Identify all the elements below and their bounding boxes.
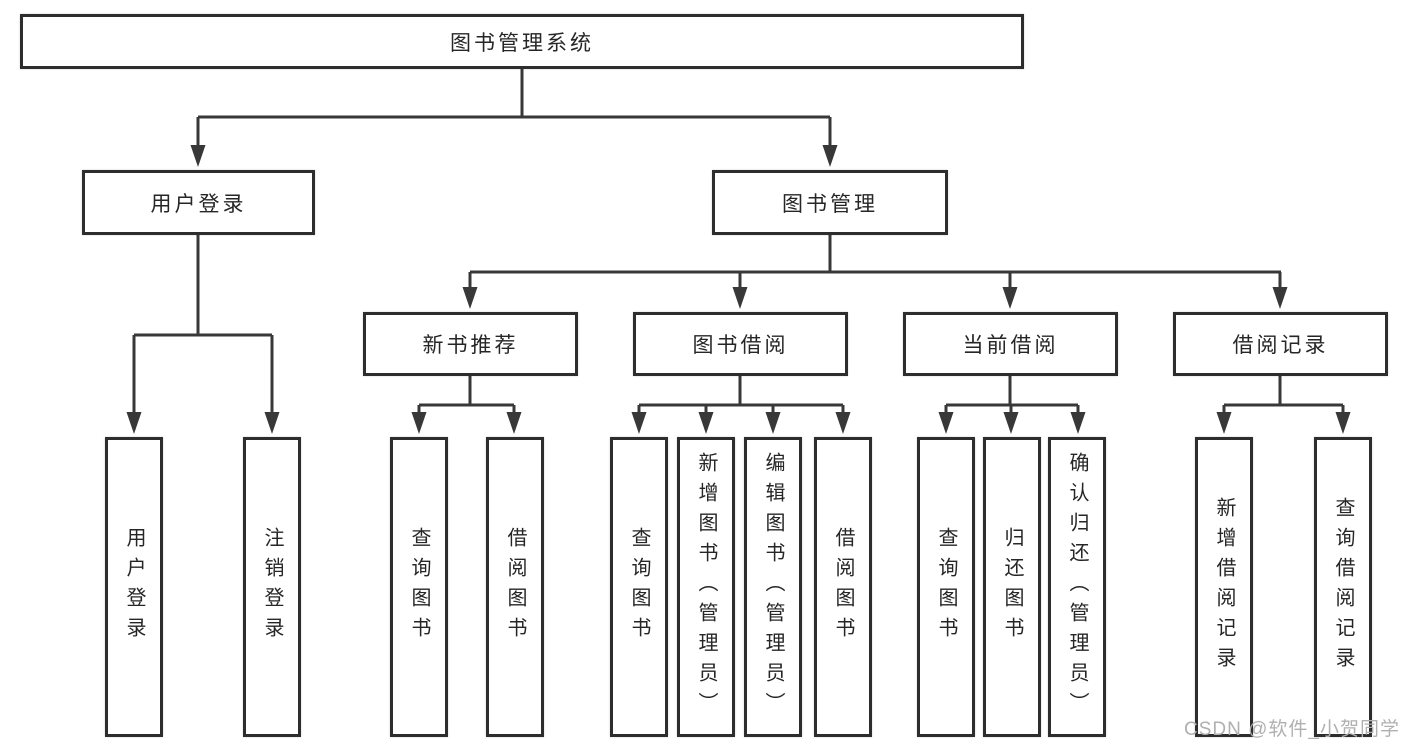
leaf-query-books-2: 查询图书 <box>610 437 668 737</box>
node-book-borrowing: 图书借阅 <box>633 312 848 376</box>
arrowheads <box>126 145 1351 434</box>
node-user-login: 用户登录 <box>82 170 315 235</box>
node-borrowing-records: 借阅记录 <box>1173 312 1388 376</box>
watermark-csdn: CSDN @软件_小贺同学 <box>1184 719 1400 740</box>
leaf-user-login: 用户登录 <box>105 437 163 737</box>
node-library-management-system: 图书管理系统 <box>20 14 1024 69</box>
leaf-confirm-return-admin: 确认归还（管理员） <box>1048 437 1106 737</box>
leaf-borrow-books: 借阅图书 <box>486 437 544 737</box>
leaf-query-borrow-record: 查询借阅记录 <box>1314 437 1372 737</box>
leaf-edit-books-admin: 编辑图书（管理员） <box>744 437 802 737</box>
leaf-query-books-3: 查询图书 <box>917 437 975 737</box>
leaf-add-books-admin: 新增图书（管理员） <box>677 437 735 737</box>
leaf-add-borrow-record: 新增借阅记录 <box>1195 437 1253 737</box>
node-new-book-recommendation: 新书推荐 <box>363 312 578 376</box>
leaf-return-books: 归还图书 <box>983 437 1041 737</box>
leaf-query-books: 查询图书 <box>390 437 448 737</box>
leaf-borrow-books-2: 借阅图书 <box>814 437 872 737</box>
node-current-borrowing: 当前借阅 <box>903 312 1118 376</box>
node-book-management: 图书管理 <box>712 170 948 235</box>
leaf-logout: 注销登录 <box>243 437 301 737</box>
